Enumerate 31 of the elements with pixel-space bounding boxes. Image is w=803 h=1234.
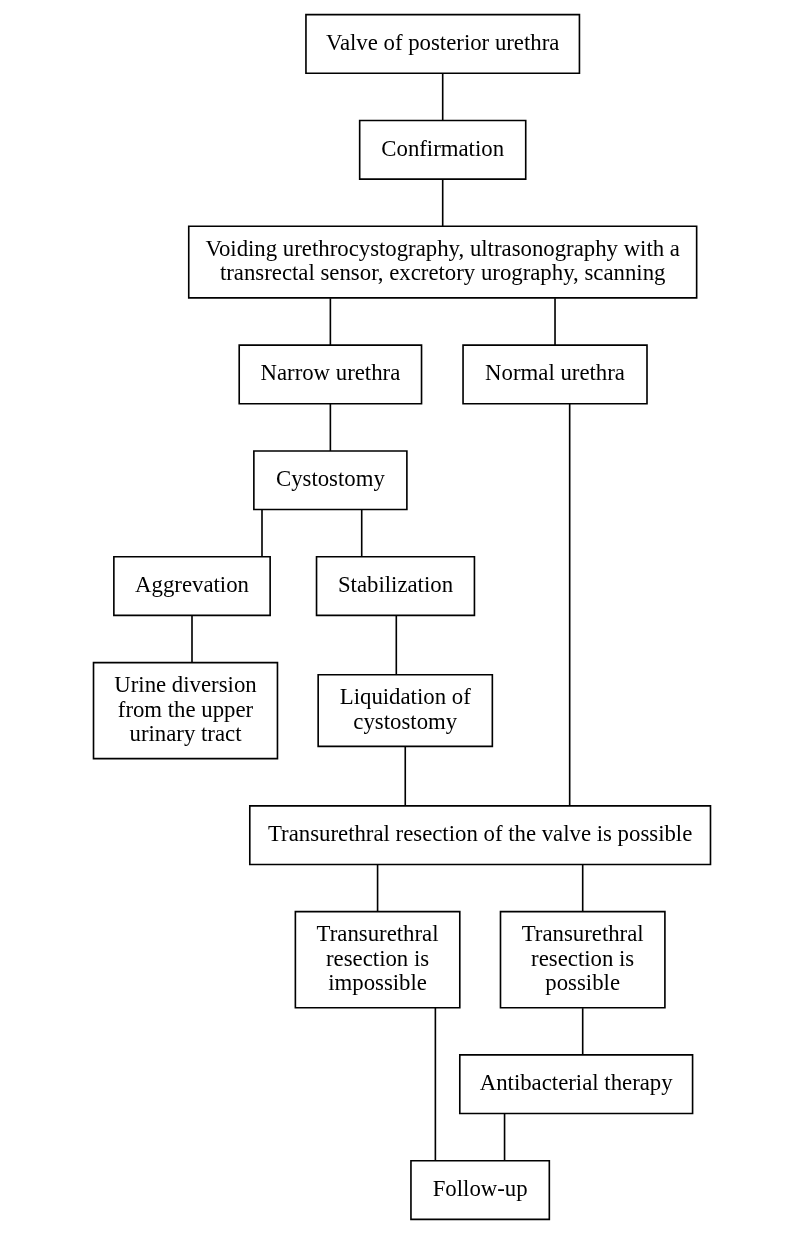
node-box: Transurethral resection of the valve is possible bbox=[248, 805, 711, 866]
connector bbox=[403, 745, 406, 807]
connector bbox=[568, 403, 570, 807]
node-box: Follow-up bbox=[409, 1159, 550, 1221]
node-box: Urine diversion from the upper urinary tract bbox=[92, 661, 278, 760]
node-box: Narrow urethra bbox=[237, 344, 422, 405]
node-box: Valve of posterior urethra bbox=[304, 13, 580, 75]
node-box: Liquidation of cystostomy bbox=[316, 673, 493, 748]
node-box: Cystostomy bbox=[252, 450, 408, 511]
connector bbox=[376, 863, 378, 913]
node-box: Confirmation bbox=[358, 119, 527, 180]
node-box: Stabilization bbox=[315, 555, 475, 617]
node-box: Transurethral resection is impossible bbox=[294, 910, 461, 1009]
connector bbox=[434, 1007, 436, 1161]
connector bbox=[190, 614, 193, 664]
connector bbox=[395, 614, 397, 676]
connector bbox=[503, 1112, 505, 1162]
connector bbox=[553, 297, 556, 346]
connector bbox=[581, 863, 583, 913]
connector bbox=[441, 178, 443, 227]
node-box: Aggrevation bbox=[112, 555, 271, 617]
connector bbox=[329, 297, 331, 346]
connector bbox=[581, 1007, 583, 1056]
node-box: Normal urethra bbox=[461, 344, 648, 405]
connector bbox=[441, 72, 443, 122]
node-box: Transurethral resection is possible bbox=[499, 910, 666, 1009]
node-box: Antibacterial therapy bbox=[458, 1054, 693, 1115]
connector bbox=[260, 508, 263, 558]
connector bbox=[360, 508, 363, 558]
connector bbox=[329, 403, 331, 452]
node-box: Voiding urethrocystography, ultrasonography with a transrectal sensor, excretory urography, scanning bbox=[187, 225, 697, 299]
